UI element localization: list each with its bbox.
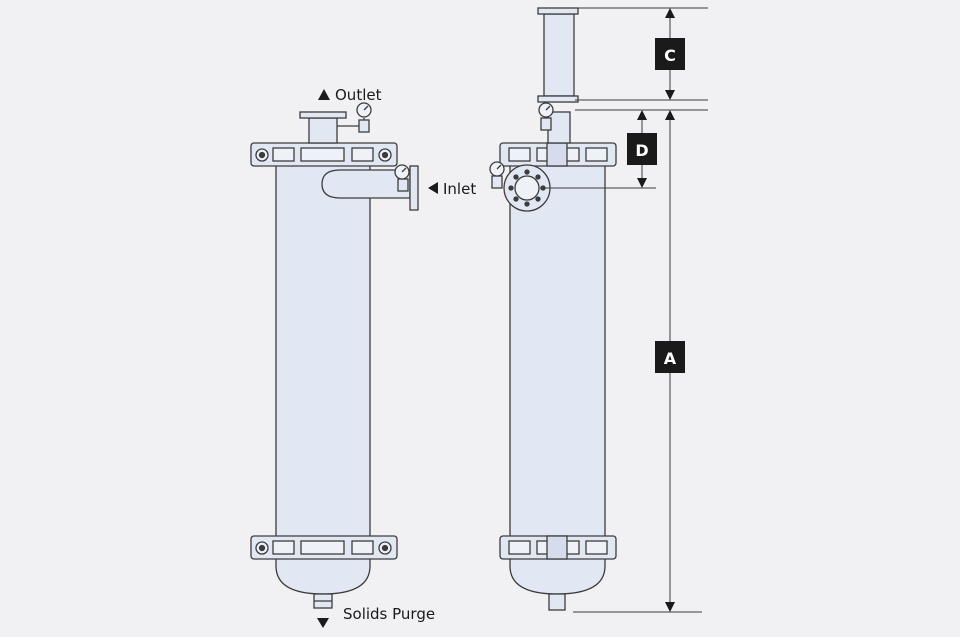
front-view-vessel	[250, 102, 419, 609]
dimension-a-label: A	[664, 349, 677, 368]
dimension-d-label: D	[635, 141, 648, 160]
inlet-label: Inlet	[443, 180, 476, 198]
dimension-arrowheads	[637, 8, 675, 612]
inlet-arrow-icon	[428, 182, 438, 194]
dimension-c-label: C	[664, 46, 676, 65]
inlet-flange	[409, 165, 419, 211]
vessel-body	[509, 163, 606, 539]
dimension-c-badge	[655, 38, 685, 70]
outlet-flange	[299, 111, 347, 119]
vessel-body	[275, 163, 371, 539]
outlet-label: Outlet	[335, 86, 382, 104]
dimension-a-badge	[655, 341, 685, 373]
outlet-arrow-icon	[318, 89, 330, 100]
dimension-d-badge	[627, 133, 657, 165]
bottom-head	[275, 555, 371, 595]
solids-purge-label: Solids Purge	[343, 605, 435, 623]
bottom-head	[509, 555, 606, 595]
spool-bottom-flange	[537, 95, 579, 103]
outlet-pipe	[308, 117, 338, 144]
inlet-tube	[321, 169, 411, 199]
side-view-vessel	[489, 7, 617, 611]
purge-arrow-icon	[317, 618, 329, 628]
outlet-spool	[543, 13, 575, 97]
spool-top-flange	[537, 7, 579, 15]
purge-nozzle	[548, 593, 566, 611]
